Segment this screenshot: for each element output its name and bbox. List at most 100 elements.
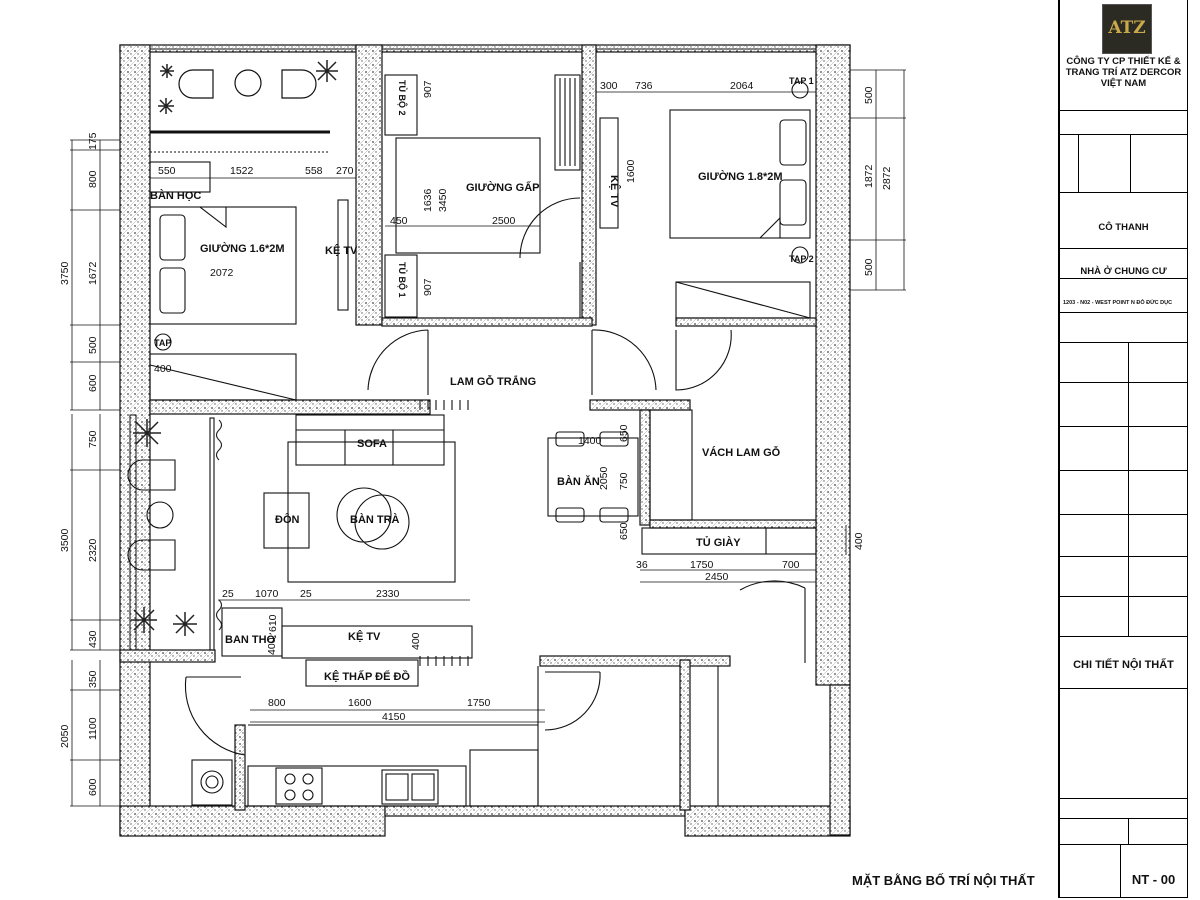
svg-text:1600: 1600 <box>348 697 372 709</box>
svg-text:430: 430 <box>87 630 99 648</box>
svg-text:1100: 1100 <box>87 717 99 740</box>
windows <box>129 48 816 651</box>
sheet-number-cell: NT - 00 <box>1060 844 1187 898</box>
svg-text:1600: 1600 <box>625 159 637 183</box>
svg-text:610: 610 <box>267 614 279 632</box>
svg-text:450: 450 <box>390 215 408 227</box>
svg-text:400: 400 <box>853 532 865 550</box>
dining-area <box>547 409 817 555</box>
label-giuong-1: GIƯỜNG 1.6*2M <box>200 242 285 255</box>
svg-text:1872: 1872 <box>863 164 875 188</box>
svg-text:2050: 2050 <box>598 466 610 490</box>
svg-text:907: 907 <box>422 80 434 98</box>
bedroom-2 <box>384 74 581 318</box>
svg-text:907: 907 <box>422 278 434 296</box>
svg-text:500: 500 <box>87 336 99 354</box>
svg-text:650: 650 <box>618 522 630 540</box>
room-labels: BÀN HỌC GIƯỜNG 1.6*2M GIƯỜNG GẤP GIƯỜNG … <box>150 76 814 683</box>
svg-text:4150: 4150 <box>382 711 406 723</box>
doors <box>184 329 806 756</box>
svg-text:1636: 1636 <box>422 188 434 212</box>
revision-table <box>1060 134 1187 193</box>
bedroom-1 <box>149 151 349 401</box>
svg-text:25: 25 <box>300 588 312 600</box>
label-ke-thap: KỆ THẤP ĐỂ ĐỒ <box>324 670 410 683</box>
svg-text:300: 300 <box>600 80 618 92</box>
svg-text:700: 700 <box>782 559 800 571</box>
label-giuong-2: GIƯỜNG 1.8*2M <box>698 170 783 183</box>
floor-plan: BÀN HỌC GIƯỜNG 1.6*2M GIƯỜNG GẤP GIƯỜNG … <box>59 44 906 837</box>
svg-text:400: 400 <box>410 632 422 650</box>
svg-text:550: 550 <box>158 165 176 177</box>
sheet-title: MẶT BẰNG BỐ TRÍ NỘI THẤT <box>852 873 1035 888</box>
svg-text:750: 750 <box>87 430 99 448</box>
svg-text:500: 500 <box>863 258 875 276</box>
dimension-lines <box>70 69 906 807</box>
company-cell: ATZ CÔNG TY CP THIẾT KẾ & TRANG TRÍ ATZ … <box>1060 0 1187 111</box>
kitchen <box>191 665 719 807</box>
project-name: NHÀ Ở CHUNG CƯ <box>1080 266 1167 277</box>
svg-text:2050: 2050 <box>59 724 71 748</box>
svg-text:736: 736 <box>635 80 653 92</box>
svg-text:800: 800 <box>87 170 99 188</box>
label-ban-an: BÀN ĂN <box>557 475 600 488</box>
location-cell: 1203 - N02 - WEST POINT N ĐỖ ĐỨC DỤC <box>1060 278 1187 313</box>
svg-text:1070: 1070 <box>255 588 279 600</box>
label-ban-tho: BAN THỜ <box>225 633 277 646</box>
label-tap-1: TAP 1 <box>789 76 814 86</box>
client-cell: CÔ THANH <box>1060 192 1187 249</box>
svg-text:2500: 2500 <box>492 215 516 227</box>
client-name: CÔ THANH <box>1098 222 1149 233</box>
svg-text:2450: 2450 <box>705 571 729 583</box>
location-text: 1203 - N02 - WEST POINT N ĐỖ ĐỨC DỤC <box>1063 300 1173 306</box>
svg-text:650: 650 <box>618 424 630 442</box>
label-don: ĐÔN <box>275 513 300 526</box>
label-sofa: SOFA <box>357 438 387 450</box>
label-ke-tv-1: KỆ TV <box>325 244 358 257</box>
svg-text:558: 558 <box>305 165 323 177</box>
label-ke-tv-2: KỆ TV <box>608 175 621 208</box>
label-ban-hoc: BÀN HỌC <box>150 189 201 202</box>
svg-text:750: 750 <box>618 472 630 490</box>
svg-text:36: 36 <box>636 559 648 571</box>
label-vach-lam-go: VÁCH LAM GỖ <box>702 446 781 459</box>
svg-text:400: 400 <box>266 637 278 655</box>
label-giuong-gap: GIƯỜNG GẤP <box>466 181 540 194</box>
label-tap-2: TAP 2 <box>789 254 814 264</box>
label-tu-bo-1: TỦ BỘ 1 <box>397 262 408 298</box>
bedroom-3 <box>599 81 811 391</box>
project-cell: NHÀ Ở CHUNG CƯ <box>1060 248 1187 279</box>
svg-text:2072: 2072 <box>210 267 234 279</box>
walls <box>119 44 851 837</box>
label-tap: TAP <box>154 338 171 348</box>
drawing-title: CHI TIẾT NỘI THẤT <box>1073 659 1174 671</box>
svg-text:2064: 2064 <box>730 80 754 92</box>
label-tu-giay: TỦ GIÀY <box>696 536 741 549</box>
svg-text:25: 25 <box>222 588 234 600</box>
label-ban-tra: BÀN TRÀ <box>350 513 400 526</box>
svg-text:3750: 3750 <box>59 261 71 285</box>
svg-text:1672: 1672 <box>87 261 99 285</box>
svg-text:2330: 2330 <box>376 588 400 600</box>
title-block: ATZ CÔNG TY CP THIẾT KẾ & TRANG TRÍ ATZ … <box>1058 0 1188 898</box>
svg-text:270: 270 <box>336 165 354 177</box>
company-name: CÔNG TY CP THIẾT KẾ & TRANG TRÍ ATZ DERC… <box>1065 56 1182 89</box>
svg-text:1400: 1400 <box>578 435 602 447</box>
svg-text:350: 350 <box>87 670 99 688</box>
svg-text:1750: 1750 <box>690 559 714 571</box>
svg-text:400: 400 <box>154 363 172 375</box>
svg-text:600: 600 <box>87 778 99 796</box>
svg-text:1522: 1522 <box>230 165 254 177</box>
balcony-furniture <box>150 60 338 134</box>
svg-text:3500: 3500 <box>59 528 71 552</box>
svg-text:500: 500 <box>863 86 875 104</box>
label-tu-bo-2: TỦ BỘ 2 <box>397 80 408 116</box>
svg-text:600: 600 <box>87 374 99 392</box>
label-lam-go: LAM GỖ TRẮNG <box>450 375 536 388</box>
drawing-title-cell: CHI TIẾT NỘI THẤT <box>1060 636 1187 689</box>
svg-text:2872: 2872 <box>881 166 893 190</box>
svg-text:1750: 1750 <box>467 697 491 709</box>
company-logo: ATZ <box>1102 4 1152 54</box>
living-room <box>127 400 473 687</box>
svg-text:175: 175 <box>87 132 99 150</box>
